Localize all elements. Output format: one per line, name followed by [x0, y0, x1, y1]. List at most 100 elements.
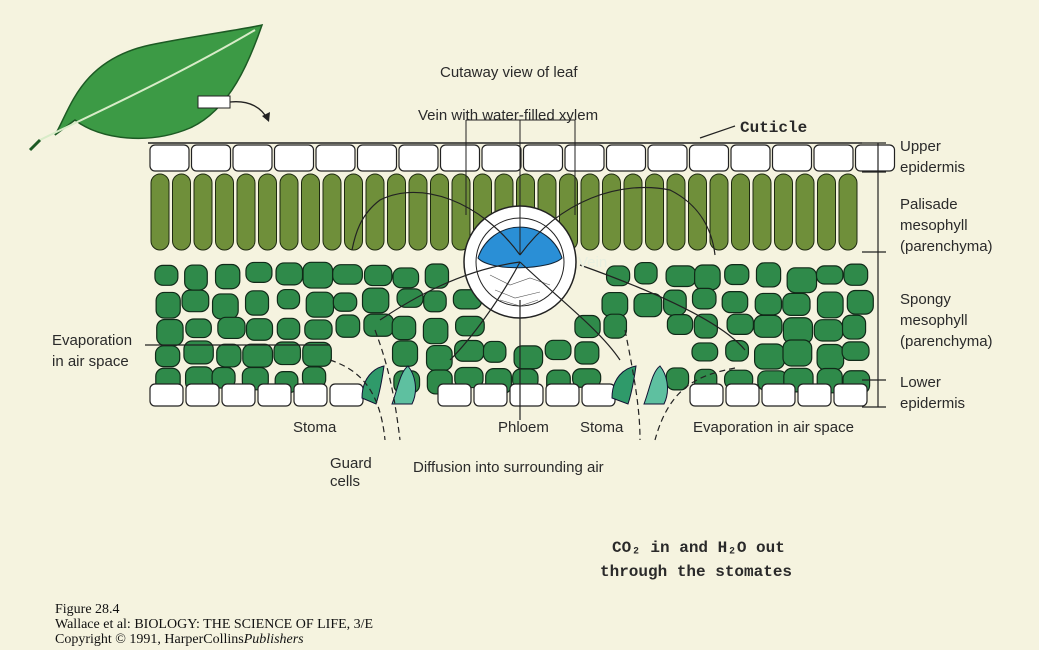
- lower-epidermis-cell: [689, 383, 724, 407]
- lower-epidermis-cell: [257, 383, 292, 407]
- palisade-cell: [795, 173, 815, 251]
- palisade-cell: [150, 173, 170, 251]
- upper-epidermis-cell: [564, 144, 605, 172]
- spongy-cell: [753, 314, 783, 338]
- spongy-cell: [605, 265, 631, 287]
- spongy-cell: [424, 263, 450, 289]
- spongy-cell: [666, 314, 694, 336]
- spongy-cell: [361, 287, 390, 314]
- label-line: Spongy: [900, 291, 951, 308]
- upper-epidermis-cell: [647, 144, 688, 172]
- spongy-cell: [184, 264, 208, 291]
- label-stoma-right: Stoma: [580, 419, 624, 436]
- upper-epidermis-cell: [605, 144, 647, 172]
- lower-epidermis-cell: [833, 383, 868, 407]
- label-line: epidermis: [900, 395, 966, 412]
- palisade-cell: [258, 173, 277, 251]
- palisade-cell: [279, 173, 299, 251]
- spongy-cell: [721, 291, 749, 314]
- upper-epidermis-cell: [273, 144, 315, 172]
- spongy-cell: [846, 289, 874, 315]
- palisade-cell: [752, 173, 772, 251]
- label-spongy: Spongy mesophyll (parenchyma): [900, 289, 993, 352]
- spongy-cell: [693, 313, 718, 339]
- label-vein-xylem: Vein with water-filled xylem: [418, 107, 599, 124]
- spongy-cell: [302, 261, 334, 289]
- spongy-cell: [726, 313, 755, 336]
- spongy-cell: [841, 314, 867, 340]
- spongy-cell: [843, 263, 869, 286]
- flow-arrows: [145, 119, 886, 441]
- spongy-cell: [603, 313, 628, 339]
- guard-cell: [611, 365, 637, 405]
- spongy-cell: [691, 287, 717, 310]
- label-vein: Vein: [578, 254, 608, 271]
- spongy-cell: [691, 342, 719, 362]
- lower-epidermis-cell: [329, 383, 364, 407]
- spongy-cell: [544, 339, 572, 361]
- upper-epidermis-cell: [688, 144, 730, 172]
- palisade-cell: [215, 173, 234, 251]
- spongy-cell: [482, 340, 507, 363]
- lower-epidermis-cell: [509, 383, 544, 407]
- label-guard-cells: Guard cells: [330, 455, 372, 491]
- spongy-cell: [396, 288, 424, 308]
- spongy-cell: [245, 318, 274, 341]
- palisade-cell: [344, 173, 363, 251]
- guard-cell: [643, 365, 668, 405]
- palisade-cell: [602, 173, 621, 251]
- lower-epidermis-cell: [545, 383, 580, 407]
- palisade-layer: [150, 173, 858, 251]
- spongy-cell: [725, 339, 750, 362]
- spongy-cell: [813, 319, 844, 342]
- cutaway-marker: [197, 95, 231, 109]
- epidermis-layers: [148, 142, 896, 407]
- copyright-text: Copyright © 1991, HarperCollins: [55, 632, 244, 647]
- lower-epidermis-cell: [581, 383, 616, 407]
- spongy-cell: [392, 267, 420, 289]
- spongy-cell: [422, 317, 449, 345]
- lower-epidermis-cell: [725, 383, 760, 407]
- spongy-cell: [574, 341, 600, 365]
- pointer-arrow: [229, 101, 269, 121]
- spongy-cell: [454, 315, 485, 337]
- palisade-cell: [645, 173, 664, 251]
- label-line: Palisade: [900, 196, 958, 213]
- spongy-cell: [363, 313, 395, 337]
- label-line: epidermis: [900, 159, 966, 176]
- label-line: Lower: [900, 374, 941, 391]
- spongy-cell: [755, 262, 782, 288]
- leaf-icon: [28, 23, 270, 152]
- label-line: mesophyll: [900, 217, 968, 234]
- guard-cell: [391, 365, 416, 405]
- lower-epidermis-cell: [761, 383, 796, 407]
- palisade-cell: [731, 173, 750, 251]
- lower-epidermis-cell: [185, 383, 220, 407]
- spongy-cell: [665, 367, 690, 391]
- palisade-cell: [172, 173, 191, 251]
- spongy-cell: [391, 340, 419, 367]
- spongy-cell: [786, 267, 818, 294]
- label-evaporation-left: Evaporation in air space: [52, 330, 133, 372]
- spongy-cell: [242, 343, 274, 368]
- label-line: (parenchyma): [900, 333, 993, 350]
- spongy-cell: [574, 314, 601, 339]
- palisade-cell: [387, 173, 406, 251]
- spongy-cell: [694, 264, 721, 291]
- label-lower-epidermis: Lower epidermis: [900, 372, 965, 414]
- palisade-cell: [301, 173, 320, 251]
- upper-epidermis-cell: [398, 144, 439, 172]
- lower-epidermis-cell: [437, 383, 472, 407]
- spongy-cell: [782, 292, 811, 316]
- lower-epidermis-cell: [221, 383, 256, 407]
- spongy-cell: [304, 319, 333, 340]
- spongy-cell: [273, 341, 302, 366]
- spongy-cell: [302, 341, 332, 367]
- note-line-2: through the stomates: [600, 563, 793, 581]
- spongy-cell: [335, 314, 361, 338]
- stomata: [361, 365, 668, 405]
- spongy-cell: [634, 261, 658, 285]
- label-line: Guard: [330, 455, 372, 472]
- palisade-cell: [623, 173, 643, 251]
